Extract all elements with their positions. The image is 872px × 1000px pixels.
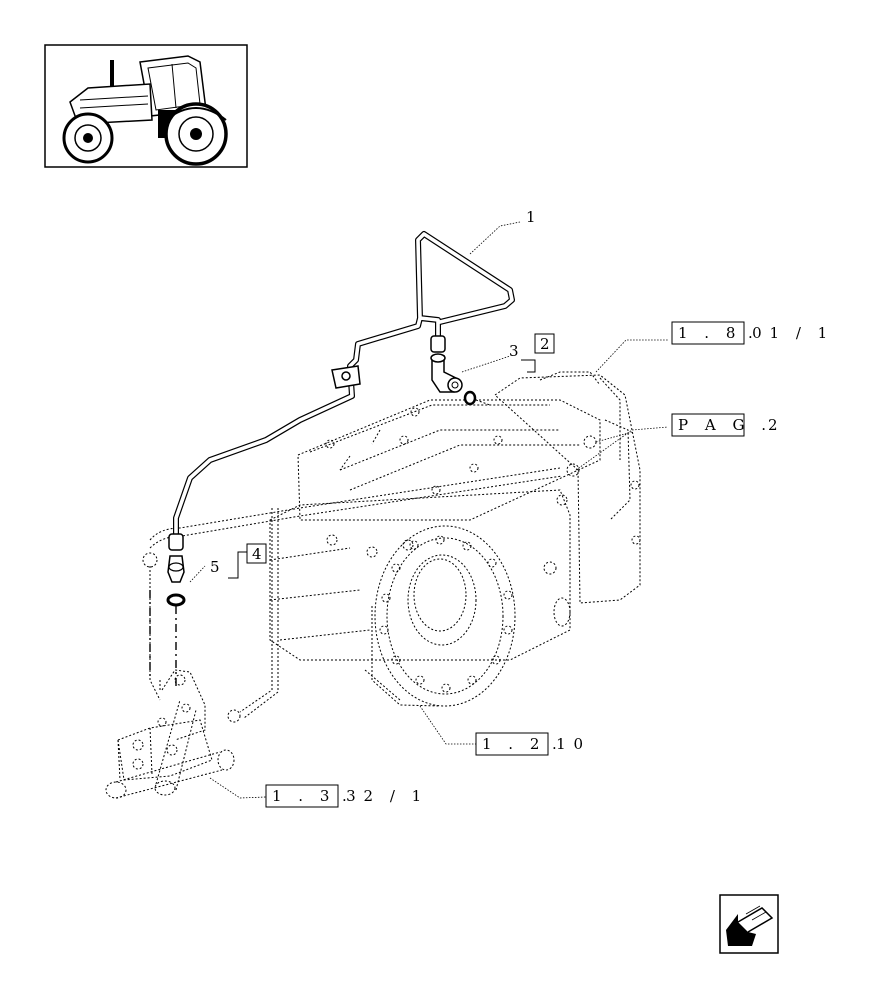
- control-valve: [105, 669, 235, 799]
- callout-1-label: 1: [526, 208, 536, 226]
- part-1-pipe: [168, 231, 515, 551]
- callout-3-2: 3 2: [509, 333, 555, 373]
- reference-1-21[interactable]: 1 . 2 1 . 0: [475, 732, 589, 756]
- qty-4-label: 4: [252, 545, 262, 563]
- previous-page-arrow-icon[interactable]: [719, 894, 779, 954]
- ref-box-1-80: [671, 321, 745, 345]
- ref-1-33-rest-text: . 2 / 1: [342, 787, 427, 805]
- leader-lines: [189, 221, 669, 799]
- qty-box-2: [534, 333, 555, 354]
- ref-1-80-rest-text: . 1 / 1: [748, 324, 833, 342]
- ref-1-80-box-text: 1 . 8 0: [678, 324, 768, 342]
- ref-box-pag: [671, 413, 745, 437]
- callout-3-label: 3: [509, 342, 519, 360]
- callout-1: 1: [526, 208, 536, 226]
- qty-box-4: [246, 543, 267, 564]
- reference-pag[interactable]: P A G . 2: [671, 413, 784, 437]
- tractor-thumbnail-icon[interactable]: [44, 44, 248, 168]
- part-3-elbow-fitting: [430, 353, 491, 406]
- transmission-housing: [142, 371, 641, 723]
- reference-1-80[interactable]: 1 . 8 0 . 1 / 1: [671, 321, 833, 345]
- ref-box-1-33: [265, 784, 339, 808]
- reference-1-33[interactable]: 1 . 3 3 . 2 / 1: [265, 784, 427, 808]
- callout-5-label: 5: [210, 558, 220, 576]
- ref-pag-rest-text: 2: [768, 416, 784, 434]
- ref-1-21-rest-text: . 0: [552, 735, 589, 753]
- qty-2-label: 2: [540, 335, 550, 353]
- ref-1-33-box-text: 1 . 3 3: [272, 787, 362, 805]
- part-5-union-fitting: [149, 555, 186, 690]
- ref-1-21-box-text: 1 . 2 1: [482, 735, 572, 753]
- ref-box-1-21: [475, 732, 549, 756]
- callout-5-4: 5 4: [210, 543, 267, 579]
- ref-pag-box-text: P A G .: [678, 416, 772, 434]
